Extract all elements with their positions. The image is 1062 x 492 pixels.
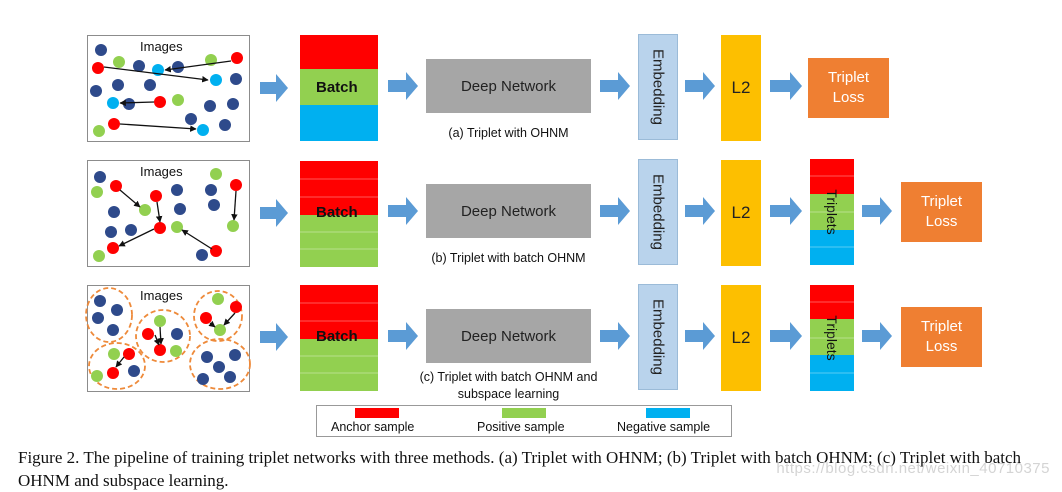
embedding-a: Embedding [638,34,678,140]
batch-label-a: Batch [316,79,358,96]
cluster-ellipse [189,338,251,390]
flow-arrow [862,322,892,350]
deep-network-a: Deep Network [426,59,591,113]
loss-line1-a: Triplet [827,69,870,86]
loss-line2-c: Loss [925,338,958,355]
cluster-ellipse [88,342,146,390]
legend-swatch-anchor [355,408,399,418]
embedding-c: Embedding [638,284,678,390]
subspace-clusters [85,287,251,390]
triplets-block-c: Triplets [810,285,854,391]
images-label-c: Images [140,288,183,303]
triplet-arrows-a [103,60,232,132]
l2-a: L2 [721,35,761,141]
l2-c: L2 [721,285,761,391]
legend-label-anchor: Anchor sample [331,420,415,434]
batch-label-c: Batch [316,328,358,345]
flow-arrow [600,322,630,350]
flow-arrow [600,197,630,225]
flow-arrow [685,322,715,350]
l2-b: L2 [721,160,761,266]
triplet-arrows-b [118,189,238,250]
watermark: https://blog.csdn.net/weixin_40710375 [776,460,1050,477]
flow-arrow [260,323,288,351]
flow-arrow [600,72,630,100]
caption-b: (b) Triplet with batch OHNM [431,251,586,265]
cluster-ellipse [193,290,243,342]
embedding-b: Embedding [638,159,678,265]
batch-block-c [300,285,378,391]
triplets-block-b: Triplets [810,159,854,265]
loss-line1-b: Triplet [920,193,963,210]
deep-network-b: Deep Network [426,184,591,238]
legend-label-negative: Negative sample [617,420,711,434]
loss-line2-a: Loss [832,89,865,106]
batch-stripes [300,175,854,374]
legend-swatches [355,408,690,418]
caption-c: (c) Triplet with batch OHNM and subspace… [396,369,621,403]
flow-arrow [770,72,802,100]
flow-arrow [388,197,418,225]
flow-arrow [260,199,288,227]
flow-arrow [685,197,715,225]
triplet-arrows-c [115,312,236,368]
figure-caption: Figure 2. The pipeline of training tripl… [18,448,1022,490]
cluster-ellipse [135,309,191,363]
flow-arrow [685,72,715,100]
images-label-b: Images [140,164,183,179]
deep-network-c: Deep Network [426,309,591,363]
legend [316,405,732,437]
batch-block-a [300,35,378,141]
flow-arrow [388,322,418,350]
cluster-ellipse [85,287,133,343]
legend-swatch-negative [646,408,690,418]
loss-line1-c: Triplet [920,318,963,335]
caption-a: (a) Triplet with OHNM [448,126,569,140]
flow-arrow [770,322,802,350]
sample-dots-c [91,293,242,385]
legend-swatch-positive [502,408,546,418]
images-label-a: Images [140,39,183,54]
loss-line2-b: Loss [925,213,958,230]
flow-arrow [862,197,892,225]
sample-dots-a [90,44,243,137]
sample-dots-b [91,168,242,262]
caption-c-line1: (c) Triplet with batch OHNM and [419,370,598,384]
flow-arrow [388,72,418,100]
flow-arrow [770,197,802,225]
caption-c-line2: subspace learning [457,387,560,401]
flow-arrow [260,74,288,102]
batch-block-b [300,161,378,267]
flow-arrows [260,72,892,351]
batch-label-b: Batch [316,204,358,221]
legend-label-positive: Positive sample [477,420,565,434]
